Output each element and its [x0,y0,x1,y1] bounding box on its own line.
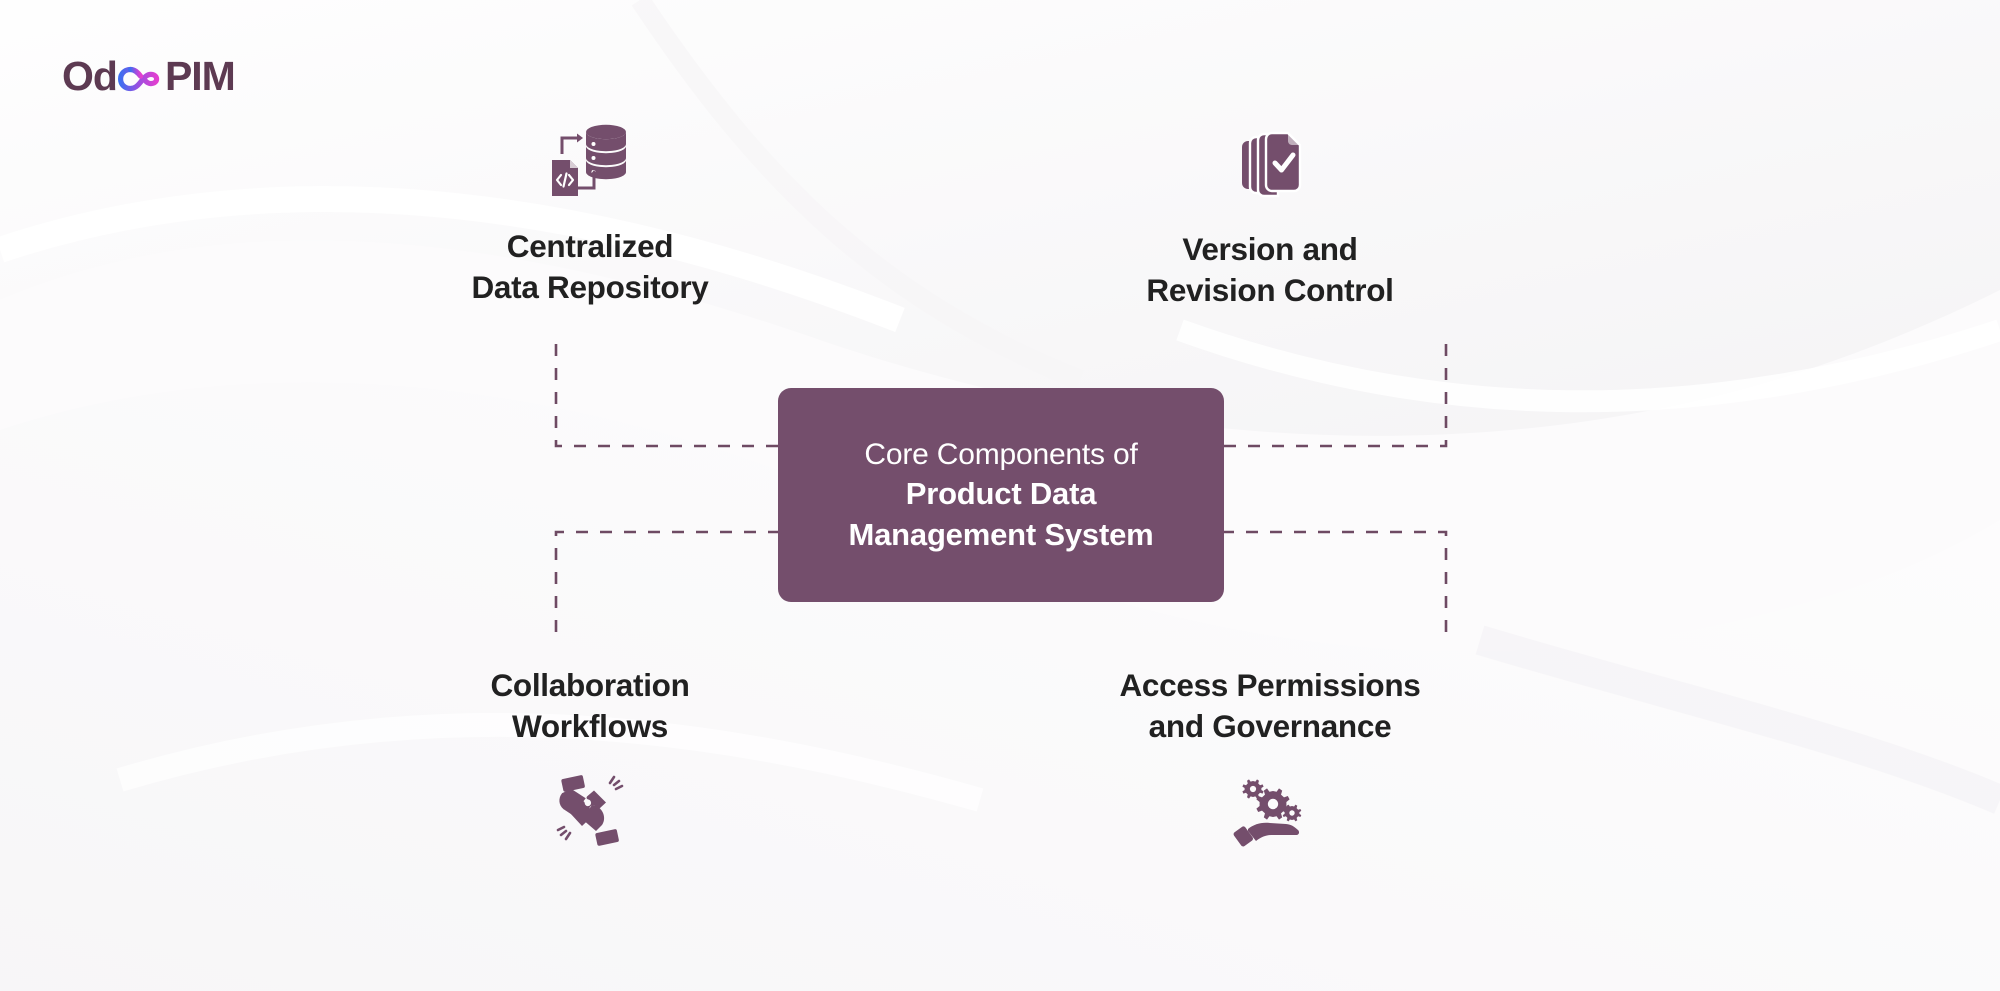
node-centralized-data-repository: Centralized Data Repository [400,120,780,308]
node-label-line-1: Access Permissions [1119,667,1421,703]
core-box-line-3: Management System [848,516,1154,552]
node-label-line-1: Version and [1182,231,1358,267]
documents-check-icon [1228,127,1312,207]
node-access-permissions-and-governance: Access Permissions and Governance [1040,665,1500,851]
core-box-line-2: Product Data [905,476,1097,512]
node-label-line-2: Data Repository [471,268,709,305]
connector-top-left [552,342,782,450]
connector-bottom-left [552,528,782,636]
hands-puzzle-icon [548,771,632,851]
node-label-line-1: Centralized [506,228,674,264]
connector-bottom-right [1220,528,1450,636]
node-label-line-2: Workflows [512,707,668,744]
brand-name-prefix: Od [62,52,118,99]
node-label-line-2: Revision Control [1146,271,1394,308]
connector-top-right [1220,342,1450,450]
node-collaboration-workflows: Collaboration Workflows [400,665,780,851]
node-label-line-1: Collaboration [490,667,690,703]
core-box-line-1: Core Components of [864,438,1138,472]
node-version-and-revision-control: Version and Revision Control [1060,127,1480,311]
hand-gears-icon [1228,771,1312,851]
node-label-line-2: and Governance [1148,707,1392,744]
database-code-sync-icon [548,120,632,200]
infinity-icon [117,58,164,100]
core-concept-box: Core Components of Product Data Manageme… [778,388,1224,602]
brand-logo[interactable]: Od PIM [62,48,236,104]
brand-name-suffix: PIM [164,52,236,99]
